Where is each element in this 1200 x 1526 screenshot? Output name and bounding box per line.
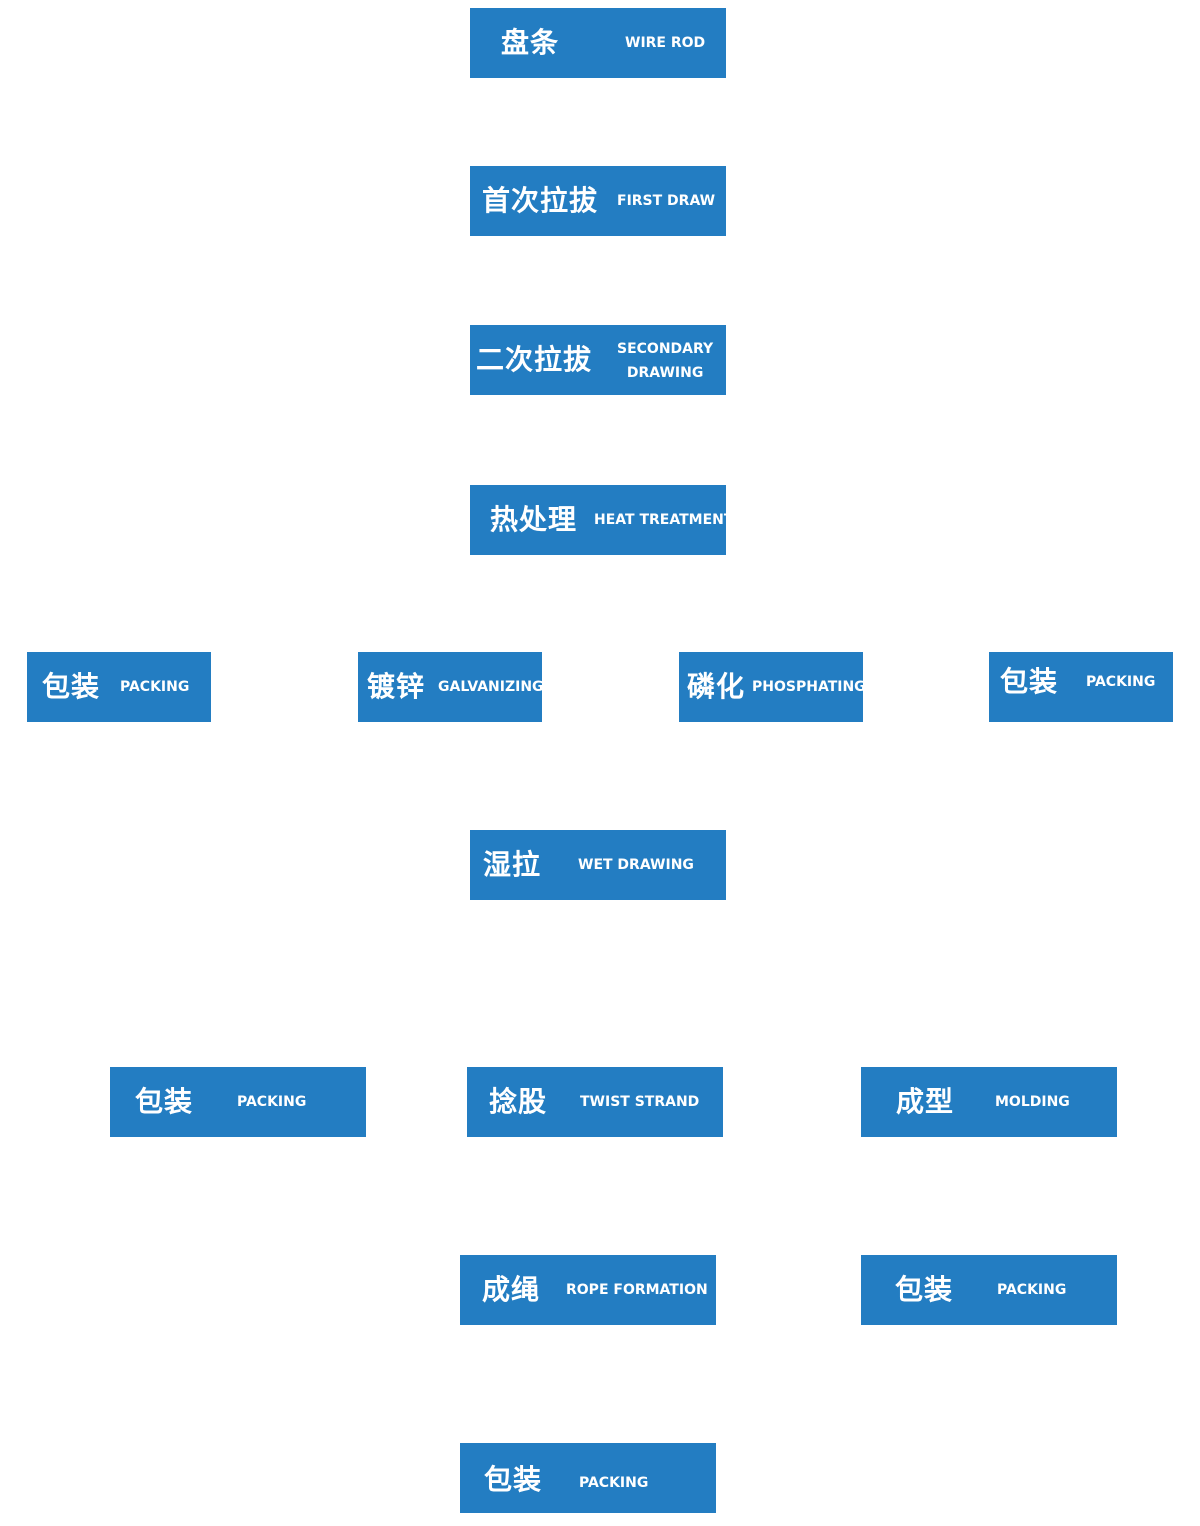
node-packing-left: 包装 PACKING: [27, 652, 211, 722]
node-label-en: PHOSPHATING: [752, 679, 866, 695]
node-label-zh: 镀锌: [367, 670, 426, 703]
node-label-en-line1: SECONDARY: [617, 341, 714, 357]
node-label-en-line2: DRAWING: [626, 365, 704, 381]
node-label-en: MOLDING: [995, 1094, 1070, 1110]
node-first-draw: 首次拉拔 FIRST DRAW: [470, 166, 726, 236]
node-label-en: GALVANIZING: [438, 679, 544, 695]
node-packing-bottom: 包装 PACKING: [460, 1443, 716, 1513]
node-label-zh: 二次拉拔: [476, 343, 593, 376]
node-label-zh: 湿拉: [483, 848, 542, 881]
node-packing-lower-left: 包装 PACKING: [110, 1067, 366, 1137]
node-wet-drawing: 湿拉 WET DRAWING: [470, 830, 726, 900]
node-heat-treatment: 热处理 HEAT TREATMENT: [470, 485, 733, 555]
node-label-en: HEAT TREATMENT: [594, 512, 734, 528]
node-label-en: FIRST DRAW: [617, 193, 716, 209]
node-packing-right: 包装 PACKING: [989, 652, 1173, 722]
node-label-zh: 盘条: [501, 26, 560, 59]
node-label-en: PACKING: [120, 679, 190, 695]
node-label-en: SECONDARY DRAWING: [617, 342, 713, 380]
node-label-zh: 成绳: [482, 1273, 541, 1306]
node-label-en: PACKING: [237, 1094, 307, 1110]
node-twist-strand: 捻股 TWIST STRAND: [467, 1067, 723, 1137]
node-label-en: PACKING: [579, 1475, 649, 1491]
node-label-zh: 热处理: [490, 503, 578, 536]
node-phosphating: 磷化 PHOSPHATING: [679, 652, 866, 722]
node-label-zh: 包装: [1000, 665, 1059, 698]
node-label-en: WET DRAWING: [578, 857, 694, 873]
node-packing-lower-right: 包装 PACKING: [861, 1255, 1117, 1325]
node-label-en: TWIST STRAND: [580, 1094, 700, 1110]
node-label-zh: 成型: [896, 1085, 955, 1118]
node-wire-rod: 盘条 WIRE ROD: [470, 8, 726, 78]
node-label-zh: 包装: [42, 670, 101, 703]
node-label-zh: 包装: [895, 1273, 954, 1306]
node-label-en: PACKING: [1086, 674, 1156, 690]
node-label-zh: 磷化: [687, 670, 746, 703]
node-label-zh: 捻股: [489, 1085, 548, 1118]
node-label-zh: 包装: [484, 1463, 543, 1496]
node-galvanizing: 镀锌 GALVANIZING: [358, 652, 544, 722]
node-rope-formation: 成绳 ROPE FORMATION: [460, 1255, 716, 1325]
node-label-en: PACKING: [997, 1282, 1067, 1298]
node-label-zh: 包装: [135, 1085, 194, 1118]
node-molding: 成型 MOLDING: [861, 1067, 1117, 1137]
node-label-en: WIRE ROD: [625, 35, 706, 51]
node-secondary-drawing: 二次拉拔 SECONDARY DRAWING: [470, 325, 726, 395]
node-label-zh: 首次拉拔: [482, 184, 599, 217]
node-label-en: ROPE FORMATION: [566, 1282, 708, 1298]
